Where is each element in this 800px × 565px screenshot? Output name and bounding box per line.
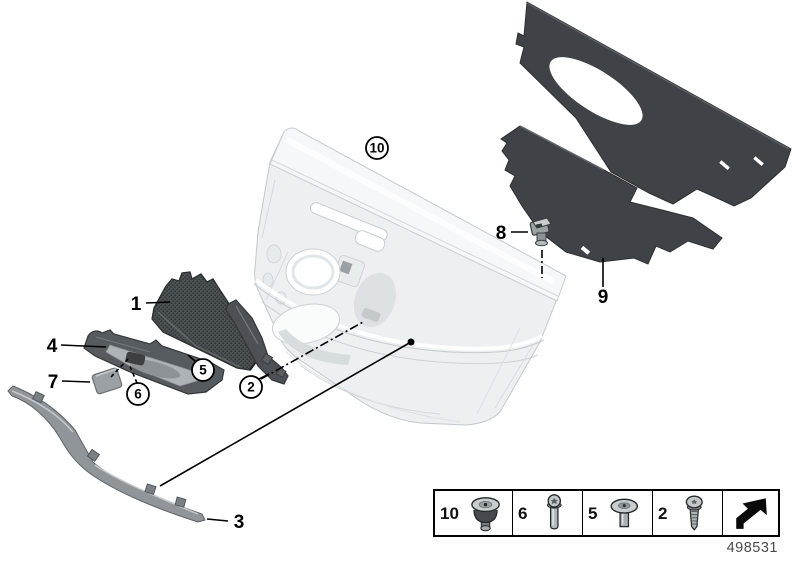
tapping-screw-icon <box>686 495 704 531</box>
callout-4[interactable]: 4 <box>47 336 58 357</box>
callout-9[interactable]: 9 <box>598 287 609 308</box>
legend-item-2[interactable]: 2 <box>653 491 723 535</box>
legend-number-10: 10 <box>440 503 459 523</box>
legend-number-5: 5 <box>588 503 598 523</box>
legend-item-next-page[interactable] <box>723 491 778 535</box>
accent-strip-part <box>7 385 206 523</box>
diagram-number: 498531 <box>726 540 778 556</box>
retaining-clip-part <box>529 217 552 247</box>
leader-lines <box>60 231 604 522</box>
armrest-bracket-part <box>225 299 289 385</box>
legend-item-5[interactable]: 5 <box>583 491 653 535</box>
flat-head-screw-icon <box>610 498 639 528</box>
callout-3[interactable]: 3 <box>234 512 245 533</box>
expanding-rivet-icon <box>471 497 500 532</box>
callout-5-circle[interactable]: 5 <box>191 358 215 382</box>
callout-2-circle[interactable]: 2 <box>239 375 263 399</box>
legend-item-6[interactable]: 6 <box>513 491 583 535</box>
callout-1[interactable]: 1 <box>131 294 142 315</box>
callout-10-circle[interactable]: 10 <box>365 136 389 160</box>
callout-6-circle[interactable]: 6 <box>126 382 150 406</box>
legend-item-10[interactable]: 10 <box>435 491 513 535</box>
svg-text:2: 2 <box>247 380 255 395</box>
svg-text:5: 5 <box>199 363 207 378</box>
svg-text:10: 10 <box>369 141 384 156</box>
small-cover-part <box>91 367 123 395</box>
legend-number-6: 6 <box>518 503 528 523</box>
page-turn-arrow-icon <box>735 498 767 529</box>
svg-text:6: 6 <box>134 387 142 402</box>
fastener-legend: 10 6 5 2 <box>433 489 780 537</box>
callout-7[interactable]: 7 <box>48 372 59 393</box>
callout-8[interactable]: 8 <box>496 223 507 244</box>
sound-insulation-part <box>500 1 792 265</box>
pull-handle-trim-part <box>83 329 225 395</box>
door-trim-panel-part <box>253 127 567 426</box>
pan-head-screw-icon <box>547 494 563 530</box>
legend-number-2: 2 <box>658 503 668 523</box>
